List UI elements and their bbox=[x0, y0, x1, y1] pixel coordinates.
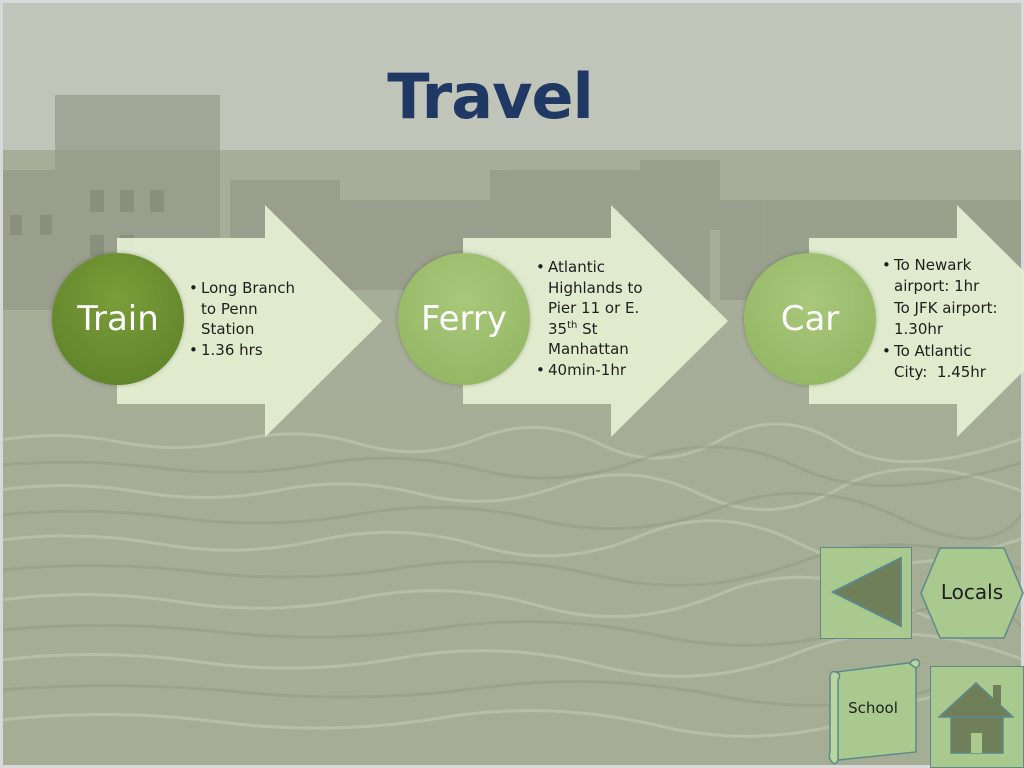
car-bullet-newark: To Newark airport: 1hr bbox=[881, 255, 1021, 296]
school-label: School bbox=[848, 699, 898, 717]
home-button[interactable] bbox=[930, 666, 1024, 768]
ferry-label: Ferry bbox=[420, 299, 508, 339]
car-line-jfk: To JFK airport: 1.30hr bbox=[894, 299, 998, 338]
locals-label: Locals bbox=[940, 580, 1004, 604]
locals-button[interactable] bbox=[920, 546, 1024, 640]
car-details: To Newark airport: 1hr To JFK airport: 1… bbox=[881, 255, 1021, 382]
car-bullet-atlantic: To Atlantic City: 1.45hr bbox=[881, 339, 1021, 382]
ferry-bullet-route: Atlantic Highlands to Pier 11 or E. 35th… bbox=[535, 257, 655, 360]
home-icon bbox=[937, 681, 1015, 754]
ferry-bullet-duration: 40min-1hr bbox=[535, 360, 655, 381]
slide-title: Travel bbox=[387, 60, 594, 133]
ferry-details: Atlantic Highlands to Pier 11 or E. 35th… bbox=[535, 257, 655, 380]
train-details: Long Branch to Penn Station 1.36 hrs bbox=[188, 278, 308, 360]
train-bullet-route: Long Branch to Penn Station bbox=[188, 278, 308, 340]
train-label: Train bbox=[77, 299, 159, 339]
school-button[interactable] bbox=[824, 656, 924, 768]
ferry-street-line: 35th St bbox=[548, 319, 598, 338]
car-circle: Car bbox=[744, 253, 876, 385]
train-circle: Train bbox=[52, 253, 184, 385]
train-bullet-duration: 1.36 hrs bbox=[188, 340, 308, 361]
ferry-circle: Ferry bbox=[398, 253, 530, 385]
back-triangle-icon bbox=[830, 556, 902, 628]
back-button[interactable] bbox=[820, 547, 912, 639]
car-label: Car bbox=[780, 299, 840, 339]
